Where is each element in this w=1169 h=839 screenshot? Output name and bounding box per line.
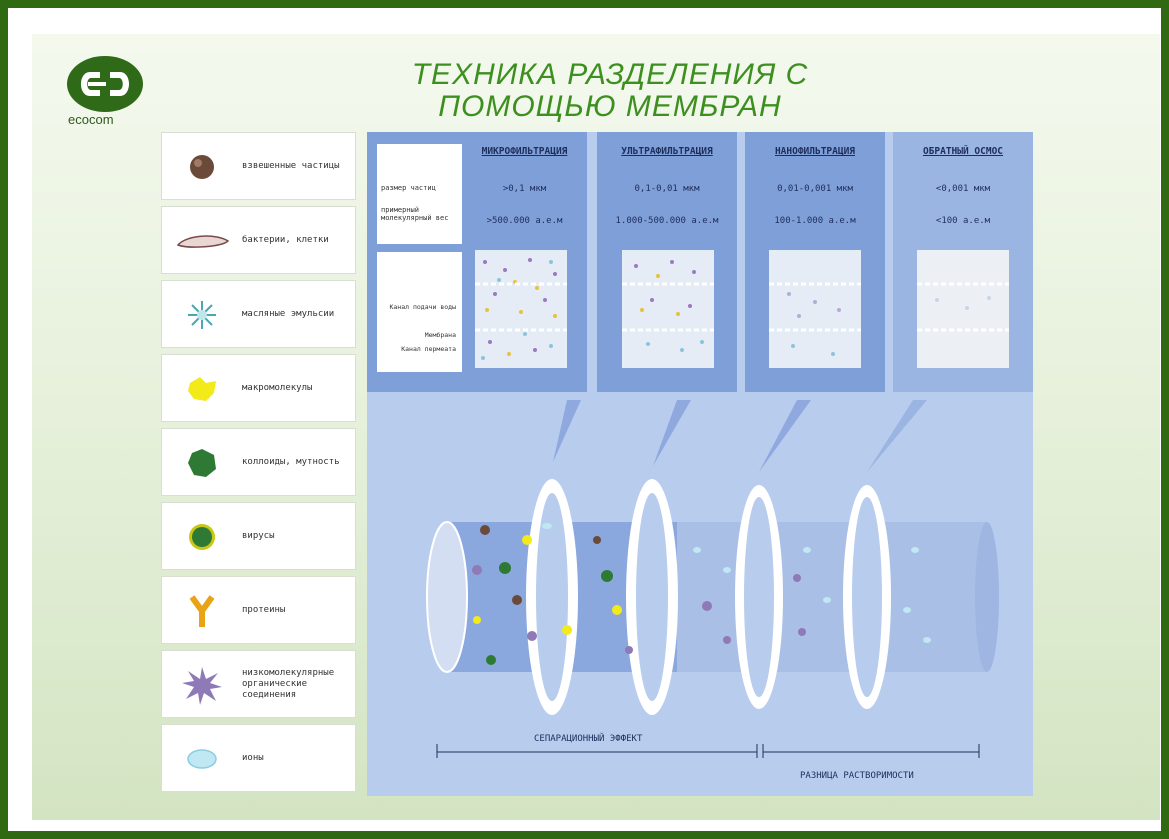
ultrafiltration-sample-icon (622, 250, 714, 368)
legend-label: коллоиды, мутность (242, 456, 340, 467)
method-size-microfiltration: >0,1 мкм (502, 184, 547, 194)
callout-reverse-osmosis (867, 400, 927, 472)
legend-label: макромолекулы (242, 382, 313, 393)
legend-item-ions: ионы (161, 724, 356, 792)
method-size-ultrafiltration: 0,1-0,01 мкм (634, 184, 700, 194)
colloid-icon (188, 449, 216, 477)
legend-item-macromolecules: макромолекулы (161, 354, 356, 422)
logo-text: ecocom (68, 112, 114, 127)
method-weight-nanofiltration: 100-1.000 а.е.м (774, 216, 856, 226)
feed-channel-label: Канал подачи воды (389, 303, 456, 311)
molecular-weight-label: примерный молекулярный вес (381, 206, 449, 222)
legend-label: низкомолекулярные органические соединени… (242, 667, 335, 700)
ion-icon (187, 749, 217, 769)
brown-sphere-icon (190, 155, 214, 179)
method-name-microfiltration: МИКРОФИЛЬТРАЦИЯ (481, 146, 568, 157)
bacteria-cell-icon (176, 235, 230, 248)
microfiltration-sample-icon (475, 250, 567, 368)
oil-emulsion-icon (188, 301, 216, 329)
legend-item-colloids: коллоиды, мутность (161, 428, 356, 496)
page-title-line-1: ТЕХНИКА РАЗДЕЛЕНИЯ С (411, 58, 809, 91)
method-name-ultrafiltration: УЛЬТРАФИЛЬТРАЦИЯ (621, 146, 713, 157)
legend-label: вирусы (242, 530, 275, 541)
legend-label: масляные эмульсии (242, 308, 335, 319)
virus-icon (189, 524, 215, 550)
nanofiltration-sample-icon (769, 250, 861, 368)
legend-label: взвешенные частицы (242, 160, 340, 171)
legend-label: бактерии, клетки (242, 234, 329, 245)
membrane-pipe-illustration (426, 400, 999, 758)
method-weight-reverse-osmosis: <100 а.е.м (935, 216, 991, 226)
reverse-osmosis-sample-icon (917, 250, 1009, 368)
macromolecule-icon (188, 377, 216, 401)
method-name-nanofiltration: НАНОФИЛЬТРАЦИЯ (774, 146, 856, 157)
callout-microfiltration (553, 400, 581, 462)
protein-icon (189, 595, 215, 627)
solubility-difference-label: РАЗНИЦА РАСТВОРИМОСТИ (800, 771, 914, 781)
legend-label: протеины (242, 604, 286, 615)
legend-item-viruses: вирусы (161, 502, 356, 570)
method-size-nanofiltration: 0,01-0,001 мкм (777, 184, 853, 194)
callout-nanofiltration (759, 400, 811, 472)
legend-item-organic-compounds: низкомолекулярные органические соединени… (161, 650, 356, 718)
legend-item-suspended-particles: взвешенные частицы (161, 132, 356, 200)
callout-ultrafiltration (653, 400, 691, 466)
method-name-reverse-osmosis: ОБРАТНЫЙ ОСМОС (922, 146, 1004, 157)
membrane-diagram: размер частиц примерный молекулярный вес… (367, 132, 1033, 796)
particle-size-label: размер частиц (381, 184, 436, 192)
info-label-panel: размер частиц примерный молекулярный вес (377, 144, 462, 244)
method-weight-ultrafiltration: 1.000-500.000 а.е.м (615, 216, 719, 226)
legend-item-proteins: протеины (161, 576, 356, 644)
legend-label: ионы (242, 752, 264, 763)
legend-item-oil-emulsion: масляные эмульсии (161, 280, 356, 348)
membrane-label-panel: Канал подачи воды Мембрана Канал пермеат… (377, 252, 462, 372)
ecocom-logo-icon (67, 56, 143, 112)
organic-compound-icon (182, 667, 222, 705)
method-size-reverse-osmosis: <0,001 мкм (935, 184, 991, 194)
separation-effect-label: СЕПАРАЦИОННЫЙ ЭФФЕКТ (534, 734, 643, 744)
legend-item-bacteria: бактерии, клетки (161, 206, 356, 274)
particles-cluster (480, 525, 601, 605)
permeate-channel-label: Канал пермеата (401, 345, 456, 353)
page-title-line-2: ПОМОЩЬЮ МЕМБРАН (438, 90, 782, 123)
membrane-label: Мембрана (424, 331, 456, 339)
method-weight-microfiltration: >500.000 а.е.м (486, 216, 563, 226)
